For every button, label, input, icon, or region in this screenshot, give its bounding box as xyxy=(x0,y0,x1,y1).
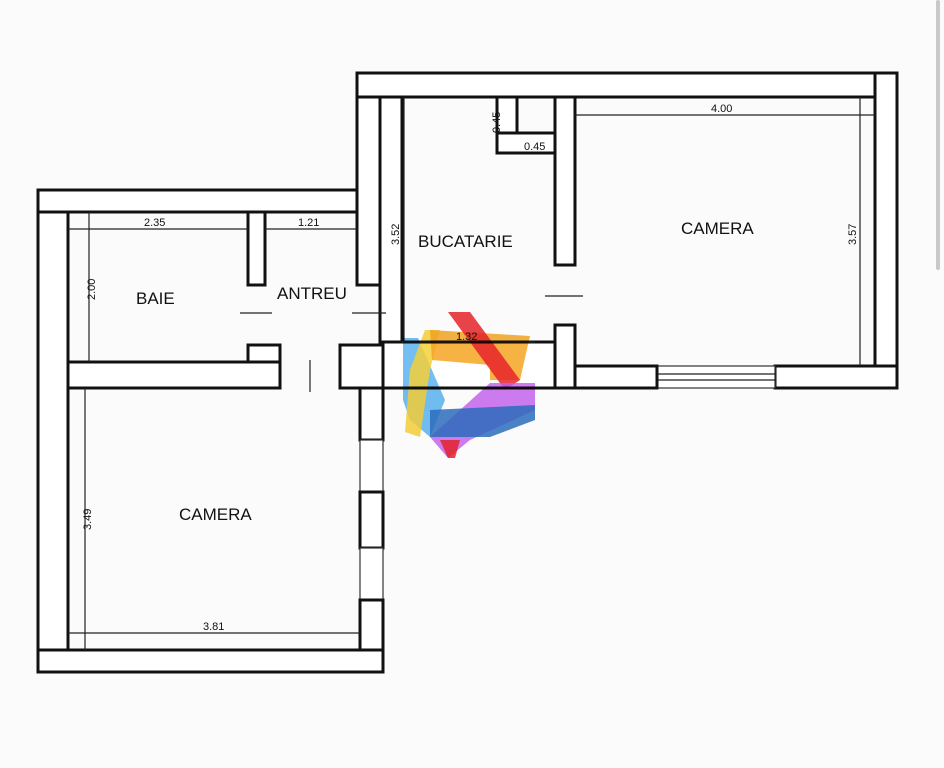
dim-bucatarie-height: 3.52 xyxy=(390,224,402,245)
dim-baie-width: 2.35 xyxy=(144,217,165,229)
room-label-camera-left: CAMERA xyxy=(179,505,252,524)
dim-camera-right-height: 3.57 xyxy=(847,224,859,245)
dim-camera-right-width: 4.00 xyxy=(711,103,732,115)
walls xyxy=(36,71,899,674)
wall-kitchen-camera-lower xyxy=(553,323,577,390)
dim-baie-height: 2.00 xyxy=(86,279,98,300)
window-camera-right xyxy=(656,365,776,389)
dim-camera-left-height: 3.49 xyxy=(82,509,94,530)
wall-left-outer xyxy=(36,188,70,674)
room-label-baie: BAIE xyxy=(136,289,175,308)
wall-bucatarie-left xyxy=(378,95,404,344)
wall-kitchen-camera-upper xyxy=(553,95,577,267)
wall-corridor-corner xyxy=(338,343,385,390)
dim-notch-horizontal: 0.45 xyxy=(524,141,545,153)
dimension-lines xyxy=(68,97,875,650)
dim-bucatarie-width: 1.32 xyxy=(456,331,477,343)
room-label-bucatarie: BUCATARIE xyxy=(418,232,513,251)
room-label-antreu: ANTREU xyxy=(277,284,347,303)
dimension-labels: 2.35 1.21 2.00 3.52 0.45 0.45 4.00 3.57 … xyxy=(82,103,859,633)
window-camera-left-b xyxy=(359,547,384,601)
wall-bottom-right-a xyxy=(773,364,899,390)
wall-baie-bottom xyxy=(66,360,282,390)
wall-camera-left-right-a xyxy=(358,386,385,442)
watermark-logo xyxy=(403,312,535,458)
wall-top-right xyxy=(355,71,899,99)
room-labels: BAIE ANTREU BUCATARIE CAMERA CAMERA xyxy=(136,219,754,524)
scrollbar[interactable] xyxy=(936,0,940,270)
wall-baie-right-upper xyxy=(246,210,267,287)
room-label-camera-right: CAMERA xyxy=(681,219,754,238)
window-camera-left-a xyxy=(359,439,384,493)
wall-top-left xyxy=(36,188,382,214)
wall-bottom-left xyxy=(36,648,385,674)
wall-antreu-bucatarie xyxy=(355,71,382,287)
wall-notch-b xyxy=(495,131,557,155)
wall-camera-left-right-b xyxy=(358,490,385,550)
dim-notch-vertical: 0.45 xyxy=(491,112,503,133)
dim-antreu-width: 1.21 xyxy=(298,217,319,229)
dim-camera-left-width: 3.81 xyxy=(203,621,224,633)
wall-right-outer xyxy=(873,71,899,390)
